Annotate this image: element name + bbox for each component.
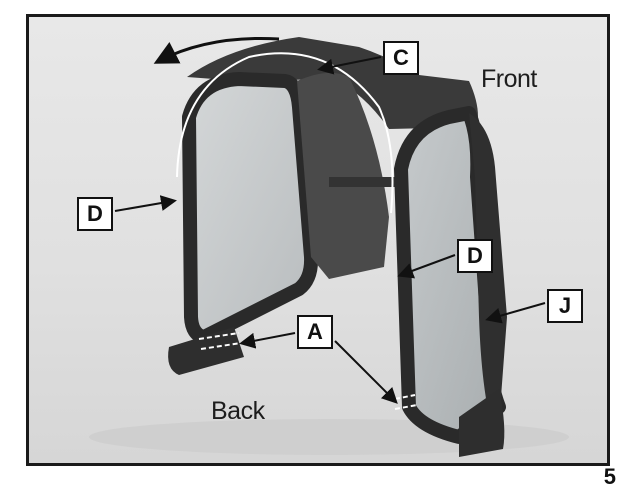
back-label: Back bbox=[211, 397, 265, 425]
callout-leaders bbox=[114, 56, 546, 404]
attachment-dashes-a bbox=[198, 332, 418, 410]
leader-j bbox=[485, 302, 546, 324]
callout-d-left: D bbox=[77, 197, 113, 231]
illustration-frame: C D D A J Front Back bbox=[26, 14, 610, 466]
back-side-window bbox=[182, 72, 319, 344]
callout-c: C bbox=[383, 41, 419, 75]
leader-d-left bbox=[114, 195, 177, 212]
front-label: Front bbox=[481, 65, 537, 93]
leader-c bbox=[317, 56, 382, 75]
page-number: 5 bbox=[603, 464, 616, 489]
cab-enclosure-drawing bbox=[89, 37, 569, 457]
rear-interior-panel bbox=[297, 72, 389, 279]
strap-routing-arc bbox=[176, 52, 394, 214]
back-bottom-flap bbox=[168, 327, 244, 375]
leader-a-left bbox=[239, 332, 296, 349]
leader-a-right bbox=[334, 340, 398, 404]
callout-d-right: D bbox=[457, 239, 493, 273]
callout-j: J bbox=[547, 289, 583, 323]
rotation-arrow-icon bbox=[153, 37, 280, 64]
roof-canopy bbox=[187, 37, 478, 129]
front-bottom-flap bbox=[459, 389, 505, 457]
cross-bar bbox=[329, 177, 399, 187]
leader-d-right bbox=[397, 254, 456, 279]
callout-a: A bbox=[297, 315, 333, 349]
